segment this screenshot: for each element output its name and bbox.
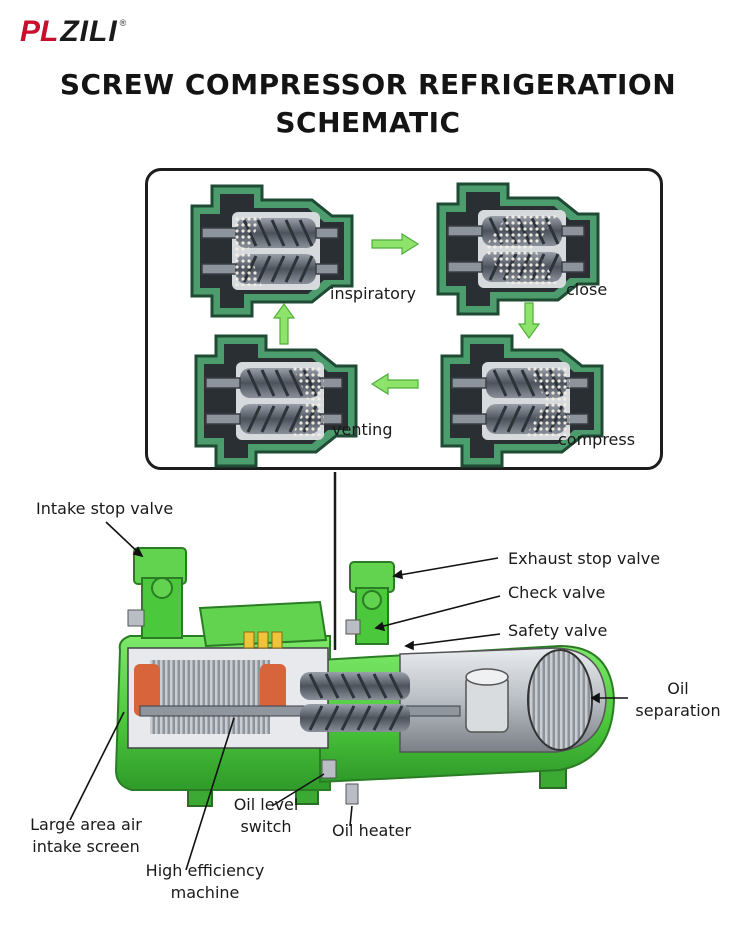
callout-large-area-air-intake-screen: Large area air intake screen (22, 814, 150, 858)
callout-oil-level-switch: Oil level switch (226, 794, 306, 838)
callout-oil-heater: Oil heater (332, 821, 412, 840)
callout-oil-separation: Oil separation (630, 678, 726, 722)
callout-exhaust-stop-valve: Exhaust stop valve (508, 549, 661, 568)
arrow-right (371, 232, 420, 256)
callout-oil-separation-line-1: Oil (667, 679, 689, 698)
label-close: close (566, 280, 608, 299)
label-inspiratory: inspiratory (330, 284, 417, 303)
title-line-2: SCHEMATIC (275, 106, 461, 139)
title-line-1: SCREW COMPRESSOR REFRIGERATION (59, 68, 677, 101)
callout-large-area-line-1: Large area air (30, 815, 142, 834)
callout-oil-level-line-2: switch (240, 817, 292, 836)
callout-high-eff-line-1: High efficiency (145, 861, 265, 880)
callout-high-efficiency-machine: High efficiency machine (138, 860, 272, 904)
logo-text: ZILI (60, 15, 118, 48)
callout-large-area-line-2: intake screen (32, 837, 140, 856)
registered-mark: ® (119, 18, 127, 28)
label-venting: venting (332, 420, 393, 439)
arrow-down (517, 302, 541, 340)
callout-oil-level-line-1: Oil level (233, 795, 299, 814)
unit-inspiratory (190, 184, 354, 318)
callout-safety-valve: Safety valve (508, 621, 608, 640)
callout-oil-separation-line-2: separation (635, 701, 721, 720)
page-title: SCREW COMPRESSOR REFRIGERATION SCHEMATIC (0, 66, 736, 142)
screw-compressor-unit (114, 547, 616, 807)
unit-venting (194, 334, 358, 468)
cycle-arrows (272, 232, 541, 396)
unit-close (436, 182, 600, 316)
callout-high-eff-line-2: machine (170, 883, 240, 902)
unit-compress (440, 334, 604, 468)
label-compress: compress (558, 430, 636, 449)
callout-check-valve: Check valve (508, 583, 606, 602)
brand-logo: PL ZILI ® (20, 14, 126, 50)
logo-mark: PL (20, 15, 59, 48)
callout-intake-stop-valve: Intake stop valve (36, 499, 174, 518)
arrow-up (272, 302, 296, 345)
arrow-left (370, 372, 419, 396)
